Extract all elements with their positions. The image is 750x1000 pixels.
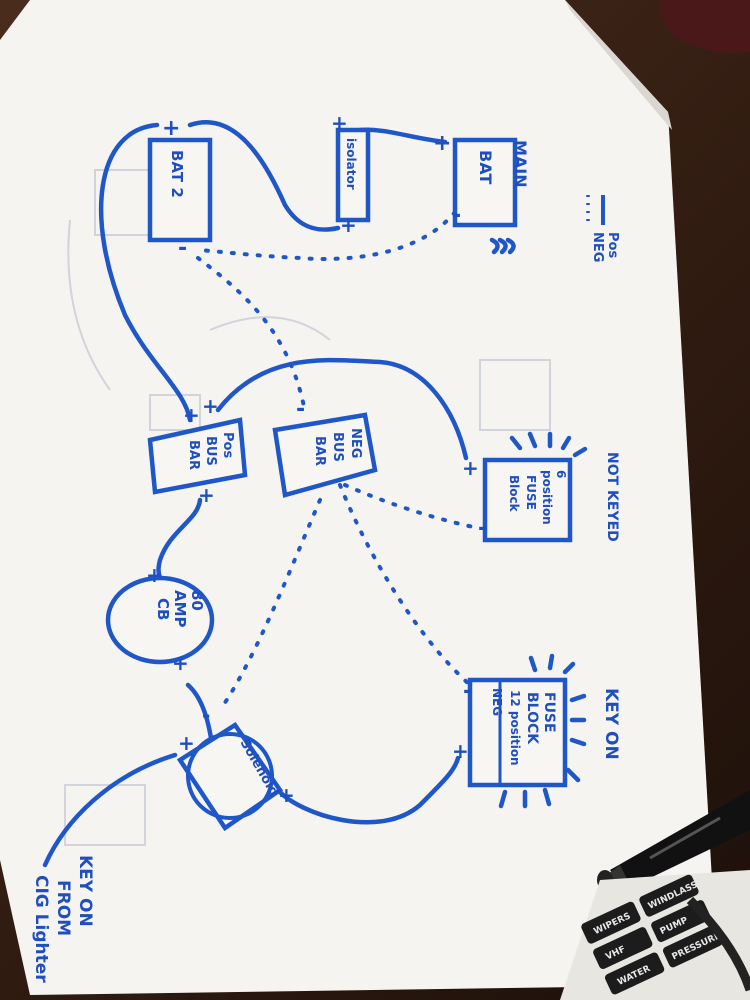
neg-bus-to-solenoid: [218, 498, 322, 712]
neg-bus-bar: NEG BUS BAR -: [272, 397, 378, 498]
cb-plus-bottom: +: [172, 651, 189, 675]
pos-bus-bar: Pos BUS BAR + + +: [147, 394, 248, 507]
fuse6-line3: FUSE: [524, 475, 538, 510]
pos-bus-line2: BUS: [203, 436, 218, 466]
fuse12-line3: 12 position: [508, 690, 522, 766]
main-battery-line2: BAT: [476, 150, 495, 184]
cig-lighter-trigger-note: KEY ON FROM CIG Lighter: [31, 855, 95, 983]
solenoid-plus-1: +: [178, 731, 195, 755]
neg-bus-minus-mark: -: [296, 397, 305, 422]
fuse6-note-not-keyed: NOT KEYED: [604, 452, 620, 542]
fuse12-plus-mark: +: [452, 739, 469, 763]
circuit-breaker-80-amp: 80 AMP CB + +: [105, 563, 215, 675]
wire-bat2-pos-to-pos-bus-bar: [98, 122, 193, 423]
neg-bus-line3: BAR: [312, 436, 327, 466]
battery-2: BAT 2 + -: [147, 116, 213, 261]
isolator-label: isolator: [344, 138, 358, 190]
mug: [660, 0, 750, 53]
solenoid-plus-2: +: [278, 783, 295, 807]
neg-main-bat-to-bat2: [193, 210, 457, 261]
fuse6-plus-mark: +: [462, 456, 479, 480]
wire-pos-bus-to-6pos-fuse-block: [215, 357, 469, 461]
wire-solenoid-to-12pos-fuse-block: [275, 755, 461, 825]
main-bat-hatch: [489, 237, 516, 255]
main-battery: MAIN BAT + -: [433, 131, 530, 255]
cb-plus-top: +: [146, 563, 163, 587]
pos-bus-plus-3: +: [198, 483, 215, 507]
fuse6-minus-mark: -: [478, 516, 487, 541]
main-bat-minus-mark: -: [452, 203, 461, 228]
pos-bus-plus-2: +: [183, 403, 200, 427]
wire-bat2-pos-to-isolator: [187, 120, 341, 232]
battery-2-label: BAT 2: [168, 150, 186, 198]
fuse12-line1: FUSE: [541, 692, 557, 733]
neg-bus-line2: BUS: [330, 432, 345, 462]
fuse-block-6-hatch: [509, 431, 588, 458]
cb-line3: CB: [154, 598, 172, 620]
fuse12-line2: BLOCK: [524, 692, 540, 745]
bat2-plus-mark: +: [162, 116, 180, 141]
cb-line2: AMP: [171, 590, 189, 628]
fuse6-line1: 6: [554, 470, 568, 478]
trigger-line1: KEY ON: [75, 855, 95, 927]
legend: Pos NEG: [586, 195, 620, 262]
main-bat-plus-mark: +: [433, 131, 451, 156]
neg-bus-to-6pos-fuse-block: [343, 483, 480, 530]
fuse-block-6-position: 6 position FUSE Block NOT KEYED + -: [462, 431, 620, 543]
solenoid-minus: -: [202, 703, 210, 727]
pos-bus-line1: Pos: [220, 432, 235, 458]
isolator-plus-top: +: [331, 111, 348, 135]
fuse12-minus-mark: -: [463, 679, 472, 704]
pos-bus-plus-1: +: [202, 394, 219, 418]
isolator-plus-bottom: +: [340, 213, 357, 237]
trigger-line2: FROM: [53, 880, 73, 936]
main-battery-line1: MAIN: [511, 140, 530, 188]
fuse-block-12-position: NEG FUSE BLOCK 12 position KEY ON - +: [452, 653, 621, 809]
switch-keypad: WIPERS WINDLASS VHF PUMP WATER PRESSURE: [560, 870, 750, 1000]
fuse6-line2: position: [540, 470, 554, 525]
fuse-block-12-hatch: [498, 653, 587, 809]
wire-cig-lighter-trigger-to-solenoid: [42, 752, 178, 868]
fuse12-note-key-on: KEY ON: [601, 688, 621, 760]
legend-neg-label: NEG: [590, 232, 605, 262]
trigger-line3: CIG Lighter: [31, 875, 51, 983]
cb-line1: 80: [188, 590, 206, 611]
fuse6-line4: Block: [507, 475, 521, 513]
fuse12-header: NEG: [490, 688, 504, 716]
paper-shadow: [565, 0, 672, 130]
bat2-minus-mark: -: [178, 236, 187, 261]
neg-bus-line1: NEG: [348, 428, 363, 458]
wire-pos-bus-to-80amp-cb: [156, 497, 203, 581]
isolator: isolator + +: [331, 111, 371, 237]
legend-pos-label: Pos: [605, 232, 620, 258]
pos-bus-line3: BAR: [186, 440, 201, 470]
